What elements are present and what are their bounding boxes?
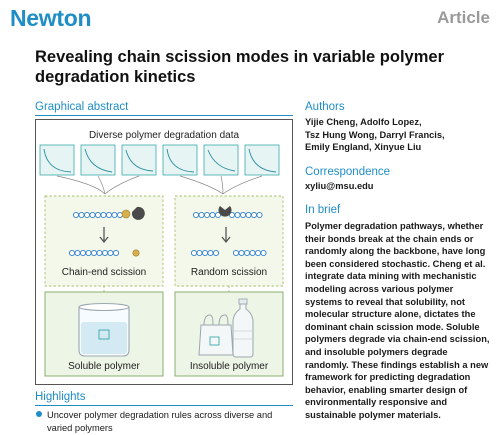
brief-line: framework for predicting degradation [305,372,471,383]
brief-line: molecular structure alone, dictates the [305,309,476,320]
brief-line: randomly along the backbone, have long [305,246,486,257]
curve-panel-1 [39,144,75,176]
brief-line: environmentally responsive and [305,397,448,408]
end-bead [121,209,131,219]
brief-line: randomly. These findings establish a new [305,359,489,370]
brief-line: and insoluble polymers degrade [305,346,448,357]
authors-heading: Authors [305,101,345,113]
author-line-1: Yijie Cheng, Adolfo Lopez, [305,117,422,127]
in-brief-heading: In brief [305,204,341,216]
brief-line: dominant chain scission mode. Soluble [305,321,480,332]
brief-line: integrate data mining with mechanistic [305,271,477,282]
brief-line: been considered stochastic. Cheng et al. [305,258,486,269]
highlight-line-2: varied polymers [47,422,113,433]
article-title: Revealing chain scission modes in variab… [35,48,444,86]
brief-line: behavior, enabling smarter design of [305,384,468,395]
highlight-line-1: Uncover polymer degradation rules across… [47,410,273,420]
released-monomer [132,249,140,257]
degradation-curve-panels [39,144,280,176]
plastic-bottle-icon [232,298,254,358]
journal-logo: Newton [10,5,92,31]
highlight-item: Uncover polymer degradation rules across… [35,409,293,434]
brief-line: polymers degrade via chain-end scission, [305,334,490,345]
graphical-abstract-rule [35,115,293,116]
insoluble-panel [174,291,284,377]
brief-line: modeling across various polymer [305,283,454,294]
curve-panel-2 [80,144,116,176]
random-scission-label: Random scission [191,267,267,278]
brief-line: Polymer degradation pathways, whether [305,221,484,231]
brief-line: systems to reveal that solubility, not [305,296,465,307]
brief-line: their bonds break at the chain ends or [305,233,474,244]
curve-panel-5 [203,144,239,176]
brief-line: sustainable polymer materials. [305,409,441,420]
article-type-label: Article [437,8,490,27]
author-line-3: Emily England, Xinyue Liu [305,142,422,152]
author-line-2: Tsz Hung Wong, Darryl Francis, [305,129,445,140]
pacman-enzyme-right [218,206,232,217]
curve-panel-6 [244,144,280,176]
random-product [190,249,267,257]
graphical-abstract-figure: Diverse polymer degradation data [35,119,293,385]
highlights-rule [35,405,293,406]
curve-panel-4 [162,144,198,176]
in-brief-text: Polymer degradation pathways, whether th… [305,220,497,422]
correspondence-email-link[interactable]: xyliu@msu.edu [305,181,374,191]
curve-panel-3 [121,144,157,176]
insoluble-label: Insoluble polymer [190,361,269,372]
random-chain [192,211,263,219]
correspondence-heading: Correspondence [305,166,391,178]
chain-end-label: Chain-end scission [62,267,147,278]
pacman-enzyme-left [132,206,145,220]
figure-top-label: Diverse polymer degradation data [89,130,240,141]
graphical-abstract-heading: Graphical abstract [35,101,129,113]
highlights-heading: Highlights [35,391,86,403]
chain-end-product [68,249,120,257]
chain-end-chain [72,211,124,219]
beaker-icon [78,302,130,357]
bullet-icon [36,411,42,417]
soluble-label: Soluble polymer [68,361,140,372]
converging-lines [56,175,263,195]
author-list: Yijie Cheng, Adolfo Lopez, Tsz Hung Wong… [305,116,495,154]
